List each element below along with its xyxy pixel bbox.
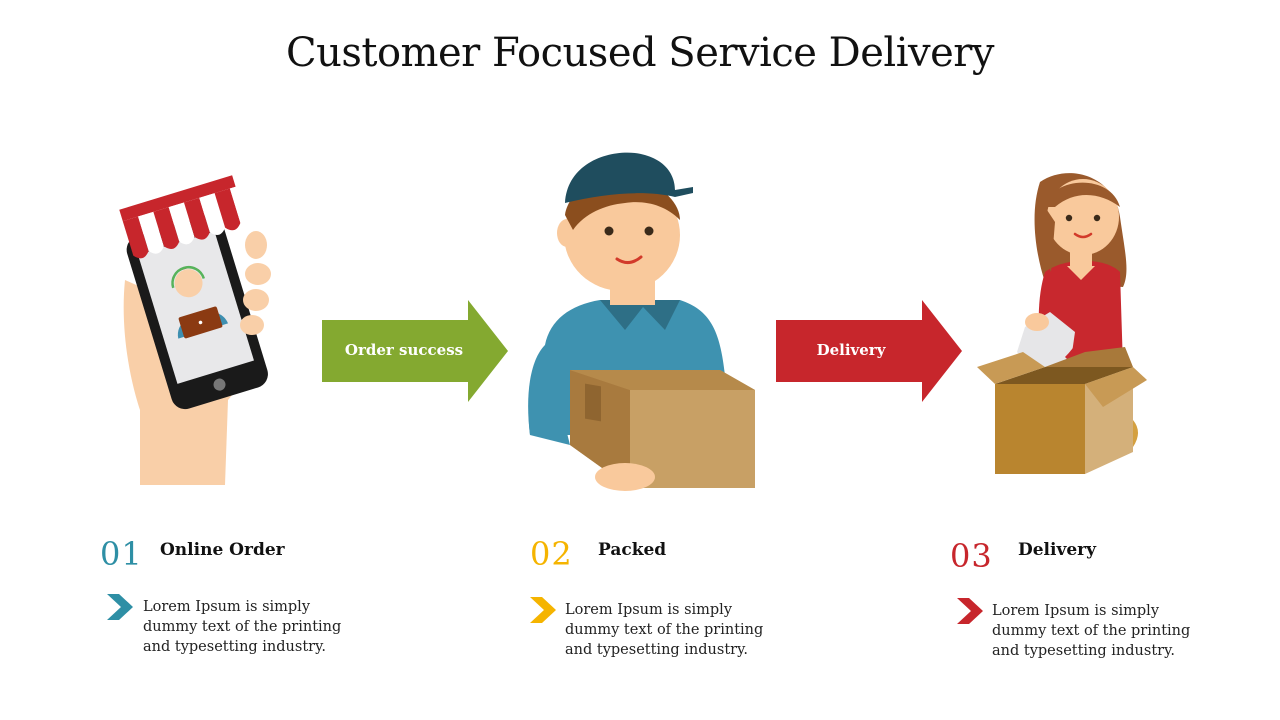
step-number-02: 02 <box>530 535 573 573</box>
woman-unboxing-icon <box>977 173 1147 474</box>
step-title-packed: Packed <box>598 540 667 560</box>
step-number-01: 01 <box>100 535 143 573</box>
delivery-arrow: Delivery <box>776 300 962 402</box>
chevron-right-icon <box>957 598 983 624</box>
delivery-arrow-label: Delivery <box>817 341 887 359</box>
phone-shop-icon <box>119 175 271 485</box>
step-description: Lorem Ipsum is simply dummy text of the … <box>565 602 764 658</box>
step-title-delivery: Delivery <box>1018 540 1097 560</box>
page-title: Customer Focused Service Delivery <box>285 30 995 76</box>
step-description: Lorem Ipsum is simply dummy text of the … <box>992 603 1191 659</box>
step-number-03: 03 <box>950 537 993 575</box>
step-description: Lorem Ipsum is simply dummy text of the … <box>143 599 342 655</box>
step-title-online-order: Online Order <box>160 540 285 560</box>
delivery-man-icon <box>528 152 755 491</box>
chevron-right-icon <box>530 597 556 623</box>
order-success-label: Order success <box>345 341 463 359</box>
chevron-right-icon <box>107 594 133 620</box>
order-success-arrow: Order success <box>322 300 508 402</box>
